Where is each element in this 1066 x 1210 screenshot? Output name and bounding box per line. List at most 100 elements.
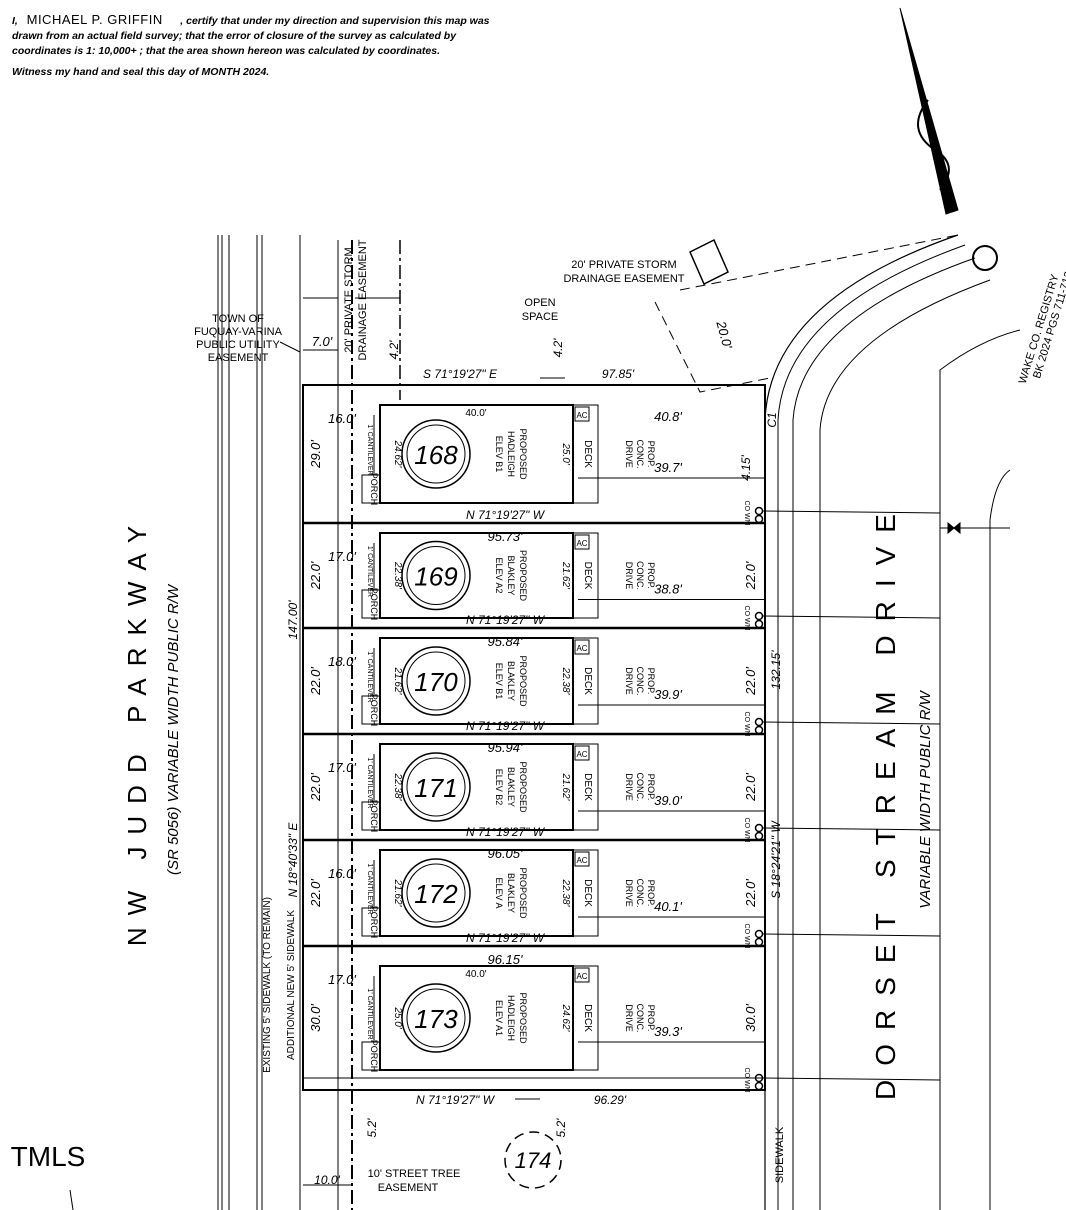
drive-label: CONC. — [635, 440, 645, 469]
ac-label: AC — [576, 644, 587, 653]
service-line — [762, 721, 941, 725]
lot-174-number: 174 — [515, 1148, 552, 1173]
lot-depth: 95.73' — [487, 529, 523, 544]
porch-label: PORCH — [369, 473, 379, 506]
lot-width-east: 22.0' — [743, 773, 758, 802]
lot-width-west: 29.0' — [308, 440, 323, 469]
plan-name: BLAKLEY — [506, 555, 516, 595]
drive-label: DRIVE — [624, 667, 634, 695]
ac-unit — [574, 534, 590, 550]
building-depth-front: 21.62' — [392, 879, 403, 908]
dorset-edge-line — [764, 234, 959, 1210]
deck-label: DECK — [582, 667, 593, 695]
utility-easement-label: TOWN OF — [212, 313, 264, 325]
drive-label: DRIVE — [624, 1004, 634, 1032]
lot-number-ring — [401, 646, 471, 716]
front-setback: 18.0' — [328, 654, 356, 669]
cantilever-label: 1' CANTILEVER — [366, 546, 373, 597]
lot-bearing: N 71°19'27" W — [466, 508, 546, 522]
service-label: CO WM — [743, 1068, 750, 1093]
deck-label: DECK — [582, 1004, 593, 1032]
drive-label: DRIVE — [624, 562, 634, 590]
dorset-sidewalk-label: SIDEWALK — [774, 1126, 786, 1183]
lot-number: 169 — [414, 562, 457, 592]
lot-depth: 96.15' — [487, 952, 523, 967]
judd-parkway-subtitle: (SR 5056) VARIABLE WIDTH PUBLIC R/W — [165, 583, 182, 875]
porch-outline — [361, 907, 381, 937]
storm-easement-east-width: 20.0' — [713, 319, 735, 351]
drive-label: CONC. — [635, 1004, 645, 1033]
lot-depth: 95.94' — [487, 740, 523, 755]
building-width: 40.0' — [465, 969, 486, 980]
lot-bearing: N 71°19'27" W — [466, 825, 546, 839]
dorset-edge-line — [819, 279, 991, 1210]
drive-label: PROP. — [646, 562, 656, 589]
partial-label: TMLS — [11, 1141, 86, 1172]
plan-name: BLAKLEY — [506, 873, 516, 913]
building-footprint — [379, 532, 574, 619]
cert-prefix: I, — [12, 15, 18, 27]
service-line — [762, 1077, 941, 1081]
open-space-label: OPEN — [524, 297, 555, 309]
building-depth-back: 25.0' — [560, 442, 571, 465]
utility-easement-label: PUBLIC UTILITY — [196, 339, 280, 351]
street-tree-easement-label: 10' STREET TREE — [368, 1168, 461, 1180]
porch-label: PORCH — [369, 906, 379, 939]
plan-name: BLAKLEY — [506, 767, 516, 807]
deck-label: DECK — [582, 562, 593, 590]
cantilever-label: 1' CANTILEVER — [366, 988, 373, 1039]
west-distance: 147.00' — [286, 600, 300, 640]
lot-width-west: 22.0' — [308, 561, 323, 590]
lot-width-east: 30.0' — [743, 1004, 758, 1032]
cantilever-label: 1' CANTILEVER — [366, 757, 373, 808]
deck-outline — [572, 849, 599, 937]
north-arrow-icon — [899, 7, 959, 215]
plan-elevation: ELEV B1 — [494, 663, 504, 700]
plan-elevation: ELEV A1 — [494, 1000, 504, 1036]
building-depth-front: 24.62' — [392, 440, 403, 469]
proposed-label: PROPOSED — [518, 992, 528, 1044]
front-setback: 17.0' — [328, 760, 356, 775]
drive-label: PROP. — [646, 1005, 656, 1032]
proposed-label: PROPOSED — [518, 761, 528, 813]
porch-outline — [361, 474, 381, 504]
offset-dim: 5.2' — [554, 1118, 568, 1138]
deck-label: DECK — [582, 879, 593, 907]
storm-structure — [689, 238, 729, 286]
building-depth-front: 22.38' — [392, 773, 403, 802]
storm-easement-west-label: DRAINAGE EASEMENT — [357, 239, 369, 360]
service-label: CO WM — [743, 924, 750, 949]
ac-unit — [574, 406, 590, 422]
valve-symbol — [947, 521, 961, 535]
drive-label: DRIVE — [624, 440, 634, 468]
ac-label: AC — [576, 750, 587, 759]
plan-name: HADLEIGH — [506, 431, 516, 477]
dorset-drive-name: DORSET STREAM DRIVE — [870, 500, 901, 1100]
dorset-drive-subtitle: VARIABLE WIDTH PUBLIC R/W — [917, 689, 934, 908]
lot-width-west: 30.0' — [308, 1004, 323, 1032]
deck-outline — [572, 532, 599, 619]
building-depth-back: 21.62' — [560, 561, 571, 590]
lot-number: 171 — [414, 773, 457, 803]
drive-label: CONC. — [635, 879, 645, 908]
cleanout-icon — [754, 611, 764, 621]
ac-unit — [574, 745, 590, 761]
judd-parkway-name: NW JUDD PARKWAY — [122, 514, 152, 946]
storm-easement-east-outline — [654, 234, 959, 393]
lot-number: 172 — [414, 879, 458, 909]
building-depth-front: 25.0' — [392, 1006, 403, 1029]
drive-length: 39.7' — [654, 460, 682, 475]
tract-boundary — [302, 384, 766, 1091]
front-setback: 17.0' — [328, 549, 356, 564]
surveyor-name: MICHAEL P. GRIFFIN — [26, 12, 163, 27]
lot-number: 168 — [414, 440, 458, 470]
cantilever-label: 1' CANTILEVER — [366, 424, 373, 475]
plan-name: HADLEIGH — [506, 995, 516, 1041]
plan-labels: NW JUDD PARKWAY (SR 5056) VARIABLE WIDTH … — [11, 239, 1066, 1194]
dorset-edge-line — [792, 257, 976, 1210]
